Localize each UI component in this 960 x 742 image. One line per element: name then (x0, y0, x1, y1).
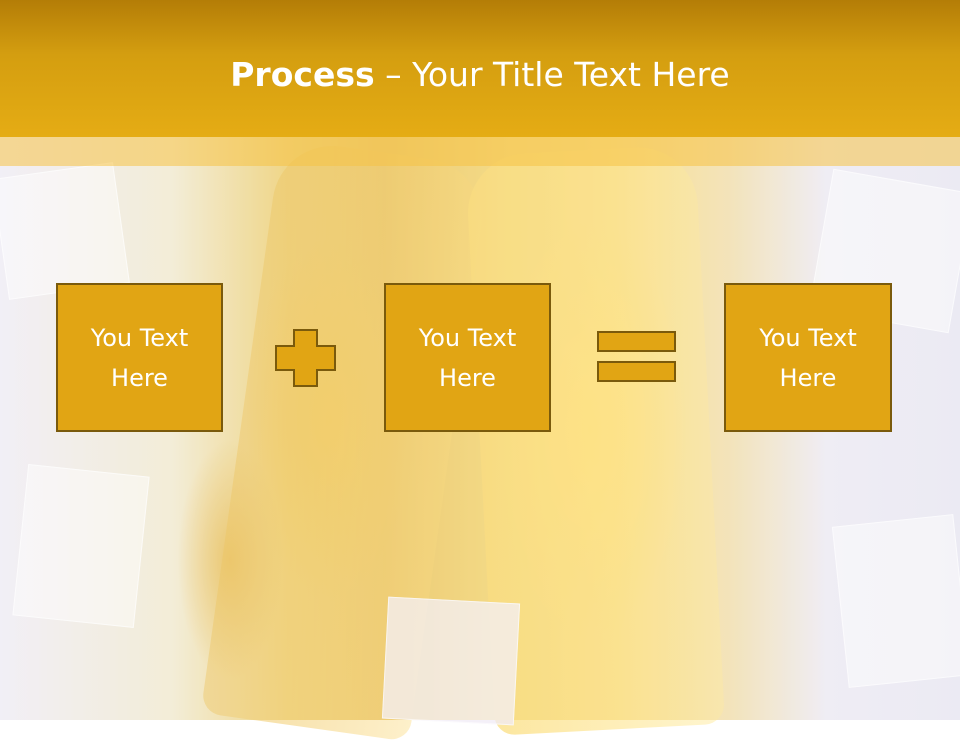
slide-title[interactable]: Process – Your Title Text Here (0, 52, 960, 98)
title-bold: Process (230, 55, 375, 94)
ice-cube-image (381, 596, 521, 726)
bottle-image (464, 144, 726, 736)
process-box-3[interactable]: You Text Here (724, 283, 892, 432)
ice-cube-image (12, 464, 150, 628)
title-rest: – Your Title Text Here (374, 55, 730, 94)
ice-cube-image (831, 514, 960, 688)
title-bar (0, 0, 960, 137)
process-box-2[interactable]: You Text Here (384, 283, 551, 432)
equals-bottom-bar (597, 361, 676, 382)
process-box-1[interactable]: You Text Here (56, 283, 223, 432)
title-bar-band (0, 137, 960, 166)
ice-cube-image (0, 162, 130, 300)
bottle-image (200, 138, 490, 742)
equals-top-bar (597, 331, 676, 352)
plus-icon (275, 329, 336, 387)
